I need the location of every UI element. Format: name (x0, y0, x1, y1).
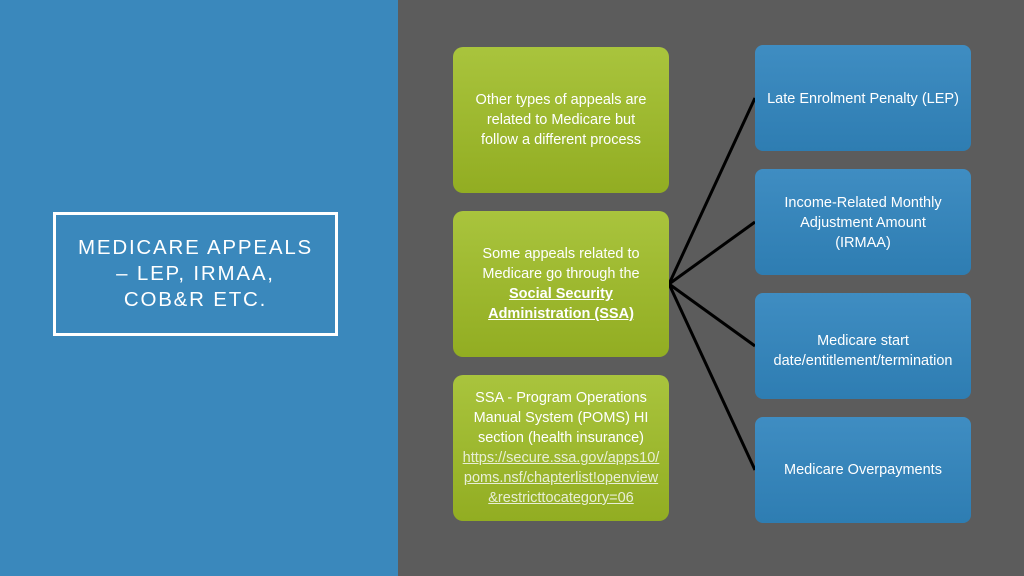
ssa-appeals-text: Some appeals related to Medicare go thro… (482, 246, 640, 282)
lep-box: Late Enrolment Penalty (LEP) (755, 45, 971, 151)
other-appeals-box: Other types of appeals are related to Me… (453, 47, 669, 193)
ssa-link[interactable]: Social Security Administration (SSA) (488, 286, 634, 322)
connector-entitlement (668, 282, 756, 348)
left-panel (0, 0, 398, 576)
title-box: MEDICARE APPEALS – LEP, IRMAA, COB&R ETC… (53, 212, 338, 336)
irmaa-label: Income-Related Monthly Adjustment Amount… (784, 195, 942, 251)
entitlement-box: Medicare start date/entitlement/terminat… (755, 293, 971, 399)
poms-box: SSA - Program Operations Manual System (… (453, 375, 669, 521)
entitlement-label: Medicare start date/entitlement/terminat… (773, 333, 953, 369)
connector-overpayments (667, 283, 757, 471)
ssa-appeals-box: Some appeals related to Medicare go thro… (453, 211, 669, 357)
overpayments-box: Medicare Overpayments (755, 417, 971, 523)
irmaa-box: Income-Related Monthly Adjustment Amount… (755, 169, 971, 275)
lep-label: Late Enrolment Penalty (LEP) (767, 91, 959, 107)
connector-lep (667, 97, 757, 285)
other-appeals-text: Other types of appeals are related to Me… (475, 92, 647, 148)
poms-text: SSA - Program Operations Manual System (… (473, 390, 649, 446)
connector-irmaa (668, 220, 756, 286)
poms-url-link[interactable]: https://secure.ssa.gov/apps10/poms.nsf/c… (462, 450, 660, 506)
slide-title: MEDICARE APPEALS – LEP, IRMAA, COB&R ETC… (77, 236, 313, 311)
overpayments-label: Medicare Overpayments (784, 462, 942, 478)
